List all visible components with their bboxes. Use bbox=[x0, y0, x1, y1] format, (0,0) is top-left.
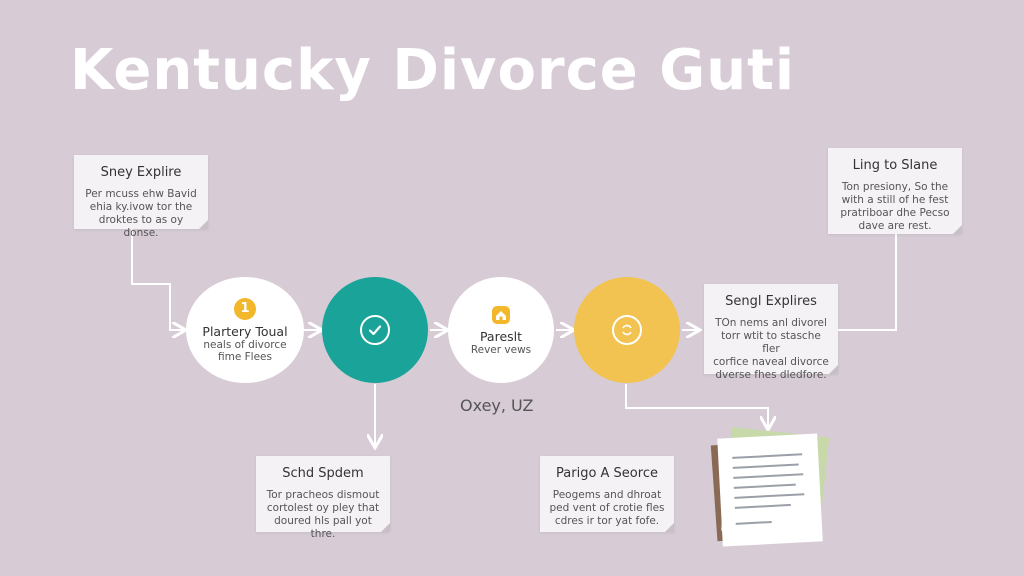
card-line: dave are rest. bbox=[858, 220, 932, 232]
card-line: ped vent of crotie fles bbox=[549, 502, 665, 514]
step-subtitle: fime Flees bbox=[218, 350, 272, 363]
connector-topleft-to-step1 bbox=[131, 228, 184, 330]
card-heading: Ling to Slane bbox=[852, 158, 938, 173]
card-line: corfice naveal divorce bbox=[713, 356, 829, 368]
card-line: pratriboar dhe Pecso bbox=[840, 207, 950, 219]
connector-card-to-topright bbox=[836, 234, 897, 331]
card-heading: Sney Explire bbox=[100, 165, 182, 180]
document-stack-icon bbox=[710, 427, 830, 547]
card-line: Tor pracheos dismout bbox=[266, 489, 380, 501]
location-caption: Oxey, UZ bbox=[460, 396, 534, 415]
folded-corner bbox=[829, 365, 838, 374]
info-card-top-right: Ling to Slane Ton presiony, So the with … bbox=[828, 148, 962, 234]
step-subtitle: neals of divorce bbox=[203, 338, 287, 351]
page-title: Kentucky Divorce Guti bbox=[70, 38, 796, 103]
card-line: doured hls pall yot thre. bbox=[274, 515, 372, 540]
card-line: cdres ir tor yat fofe. bbox=[554, 515, 660, 527]
refresh-icon bbox=[612, 315, 642, 345]
card-line: with a still of he fest bbox=[841, 194, 949, 206]
step-3-circle: Pareslt Rever vews bbox=[448, 277, 554, 383]
card-heading: Sengl Explires bbox=[725, 294, 817, 309]
card-line: droktes to as oy donse. bbox=[98, 214, 184, 239]
number-badge-icon: 1 bbox=[234, 297, 256, 320]
house-icon bbox=[492, 305, 510, 324]
card-line: torr wtit to stasche fler bbox=[721, 330, 821, 355]
info-card-bottom-left: Schd Spdem Tor pracheos dismout cortoles… bbox=[256, 456, 390, 540]
card-line: dverse fhes dledfore. bbox=[715, 369, 827, 381]
check-icon bbox=[360, 315, 390, 345]
card-line: TOn nems anl divorel bbox=[715, 317, 827, 329]
info-card-mid-right: Sengl Explires TOn nems anl divorel torr… bbox=[704, 284, 838, 381]
card-line: ehia ky.ivow tor the bbox=[89, 201, 193, 213]
folded-corner bbox=[665, 523, 674, 532]
folded-corner bbox=[199, 220, 208, 229]
card-line: Peogems and dhroat bbox=[552, 489, 662, 501]
card-line: Per mcuss ehw Bavid bbox=[85, 188, 197, 200]
folded-corner bbox=[381, 523, 390, 532]
connector-step4-to-docs bbox=[625, 384, 768, 428]
info-card-top-left: Sney Explire Per mcuss ehw Bavid ehia ky… bbox=[74, 155, 208, 239]
card-line: cortolest oy pley that bbox=[266, 502, 380, 514]
step-2-circle bbox=[322, 277, 428, 383]
step-title: Plartery Toual bbox=[202, 323, 288, 339]
folded-corner bbox=[953, 225, 962, 234]
card-heading: Schd Spdem bbox=[282, 466, 364, 481]
step-subtitle: Rever vews bbox=[470, 343, 532, 356]
step-1-circle: 1 Plartery Toual neals of divorce fime F… bbox=[186, 277, 304, 383]
card-heading: Parigo A Seorce bbox=[556, 466, 658, 481]
card-line: Ton presiony, So the bbox=[841, 181, 949, 193]
step-title: Pareslt bbox=[479, 328, 523, 344]
step-4-circle bbox=[574, 277, 680, 383]
info-card-bottom-right: Parigo A Seorce Peogems and dhroat ped v… bbox=[540, 456, 674, 532]
